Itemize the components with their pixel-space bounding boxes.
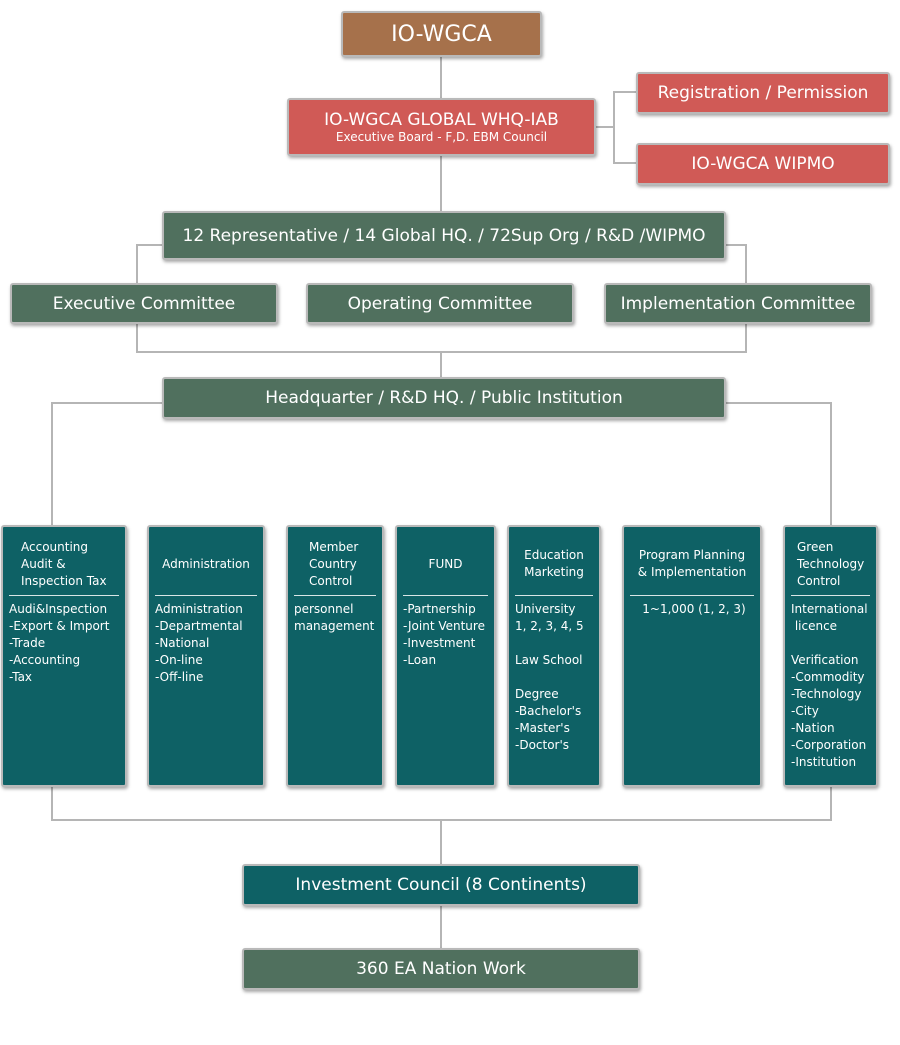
department-title: Education Marketing xyxy=(524,548,584,579)
headquarter-label: Headquarter / R&D HQ. / Public Instituti… xyxy=(265,388,623,408)
department-items: personnel management xyxy=(294,602,375,633)
global-whq-title: IO-WGCA GLOBAL WHQ-IAB xyxy=(324,110,559,130)
implementation-committee-label: Implementation Committee xyxy=(620,293,856,314)
department-fund: FUND -Partnership -Joint Venture -Invest… xyxy=(395,525,496,787)
department-title: Accounting Audit & Inspection Tax xyxy=(21,539,107,588)
department-items: 1~1,000 (1, 2, 3) xyxy=(642,602,746,616)
representative-label: 12 Representative / 14 Global HQ. / 72Su… xyxy=(182,225,706,246)
wipmo-label: IO-WGCA WIPMO xyxy=(691,154,835,174)
department-divider xyxy=(630,595,754,596)
department-accounting: Accounting Audit & Inspection Tax Audi&I… xyxy=(1,525,127,787)
investment-council-label: Investment Council (8 Continents) xyxy=(295,875,587,895)
department-education: Education Marketing University 1, 2, 3, … xyxy=(507,525,601,787)
department-divider xyxy=(791,595,870,596)
io-wgca-node: IO-WGCA xyxy=(341,11,542,57)
department-divider xyxy=(294,595,376,596)
registration-permission-node: Registration / Permission xyxy=(636,72,890,114)
department-title: FUND xyxy=(428,556,463,571)
io-wgca-title: IO-WGCA xyxy=(391,21,492,47)
department-divider xyxy=(515,595,593,596)
department-green-technology: Green Technology Control International l… xyxy=(783,525,878,787)
department-divider xyxy=(403,595,488,596)
executive-committee-label: Executive Committee xyxy=(52,293,236,314)
department-member-country: Member Country Control personnel managem… xyxy=(286,525,384,787)
department-items: -Partnership -Joint Venture -Investment … xyxy=(403,602,485,667)
department-title: Green Technology Control xyxy=(797,539,865,588)
headquarter-node: Headquarter / R&D HQ. / Public Instituti… xyxy=(162,377,726,419)
department-program-planning: Program Planning & Implementation 1~1,00… xyxy=(622,525,762,787)
department-divider xyxy=(9,595,119,596)
department-title: Member Country Control xyxy=(309,539,359,588)
investment-council-node: Investment Council (8 Continents) xyxy=(242,864,640,906)
representative-node: 12 Representative / 14 Global HQ. / 72Su… xyxy=(162,211,726,260)
department-items: University 1, 2, 3, 4, 5 Law School Degr… xyxy=(515,602,584,752)
department-items: Audi&Inspection -Export & Import -Trade … xyxy=(9,602,110,684)
department-items: Administration -Departmental -National -… xyxy=(155,602,243,684)
department-title: Program Planning & Implementation xyxy=(637,548,747,579)
wipmo-node: IO-WGCA WIPMO xyxy=(636,143,890,185)
registration-permission-label: Registration / Permission xyxy=(657,83,869,103)
implementation-committee-node: Implementation Committee xyxy=(604,283,872,324)
department-divider xyxy=(155,595,257,596)
executive-committee-node: Executive Committee xyxy=(10,283,278,324)
operating-committee-node: Operating Committee xyxy=(306,283,574,324)
department-administration: Administration Administration -Departmen… xyxy=(147,525,265,787)
operating-committee-label: Operating Committee xyxy=(347,293,533,314)
nation-work-label: 360 EA Nation Work xyxy=(356,959,526,979)
department-items: International licence Verification -Comm… xyxy=(791,602,868,769)
global-whq-subtitle: Executive Board - F,D. EBM Council xyxy=(335,130,548,144)
department-title: Administration xyxy=(162,556,250,571)
global-whq-node: IO-WGCA GLOBAL WHQ-IAB Executive Board -… xyxy=(287,98,596,156)
nation-work-node: 360 EA Nation Work xyxy=(242,948,640,990)
